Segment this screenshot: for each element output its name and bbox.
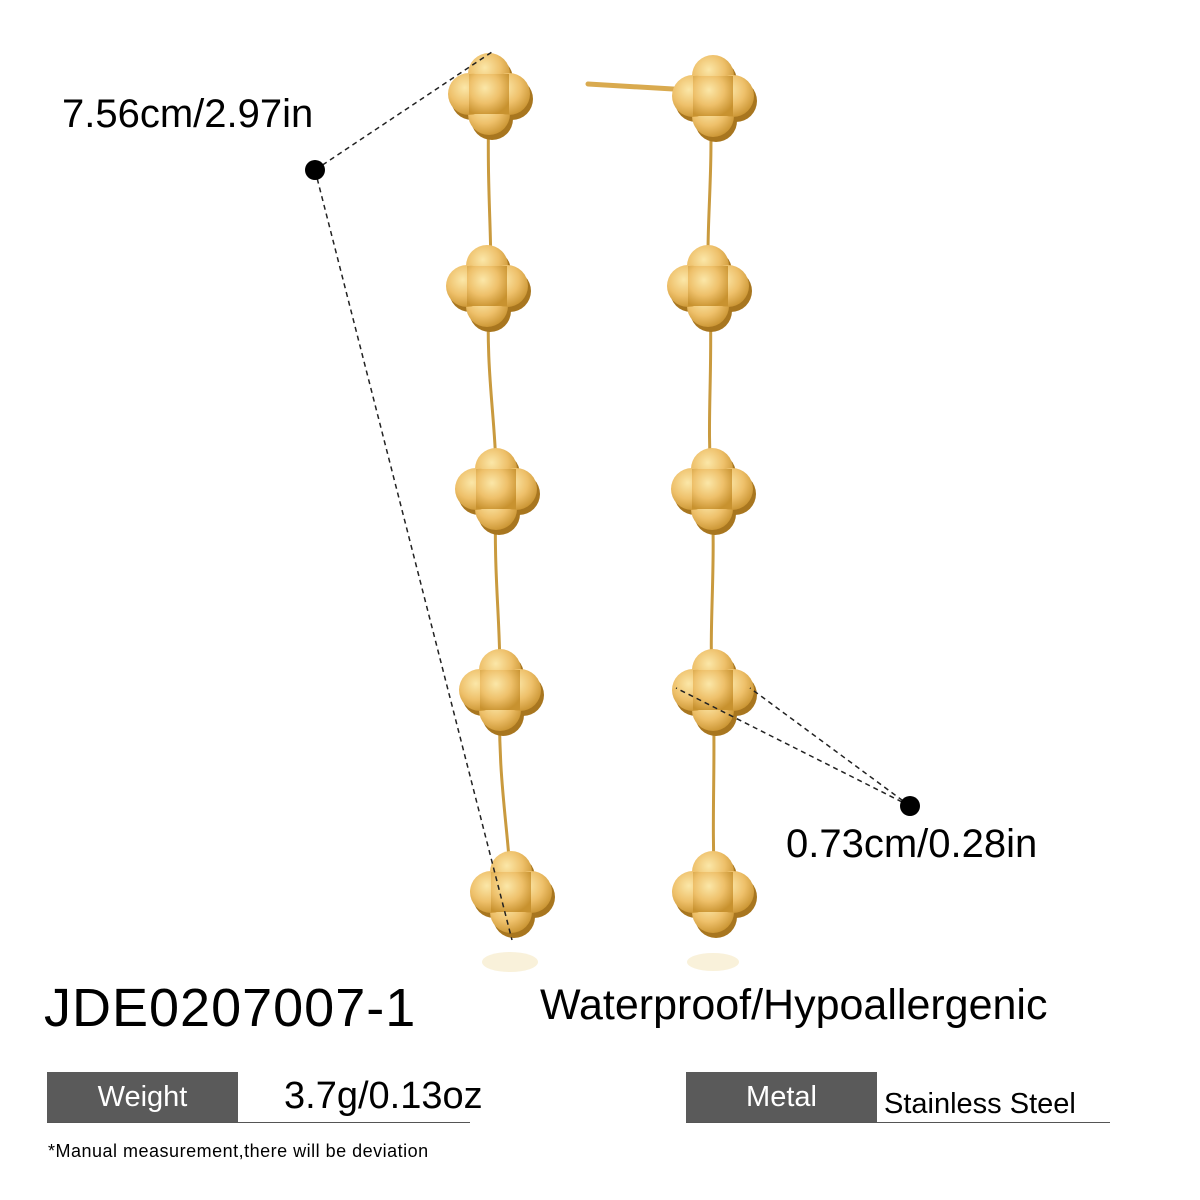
right-clover-3 [671,448,756,535]
width-guide-line [749,687,911,807]
weight-spec: Weight 3.7g/0.13oz [47,1072,483,1123]
right-clover-5 [672,851,757,938]
measurement-disclaimer: *Manual measurement,there will be deviat… [48,1141,429,1161]
earring-post [585,81,693,93]
product-feature: Waterproof/Hypoallergenic [540,981,1048,1029]
width-guide-line [675,687,911,807]
weight-label: Weight [47,1072,238,1122]
width-marker-dot [900,796,920,816]
left-clover-4 [459,649,544,736]
left-clover-2 [446,245,531,332]
length-measurement: 7.56cm/2.97in [62,92,314,136]
right-clover-2 [667,245,752,332]
metal-spec: Metal Stainless Steel [686,1072,1110,1123]
weight-value: 3.7g/0.13oz [284,1075,483,1117]
reflection [687,953,739,971]
length-guide-line [314,169,513,941]
metal-label: Metal [686,1072,877,1122]
left-clover-3 [455,448,540,535]
left-clover-1 [448,53,533,140]
metal-value: Stainless Steel [884,1088,1076,1120]
left-clover-5 [470,851,555,938]
charm-width-measurement: 0.73cm/0.28in [786,822,1038,866]
reflection [482,952,538,972]
product-sku: JDE0207007-1 [44,978,417,1038]
right-clover-1 [672,55,757,142]
length-marker-dot [305,160,325,180]
